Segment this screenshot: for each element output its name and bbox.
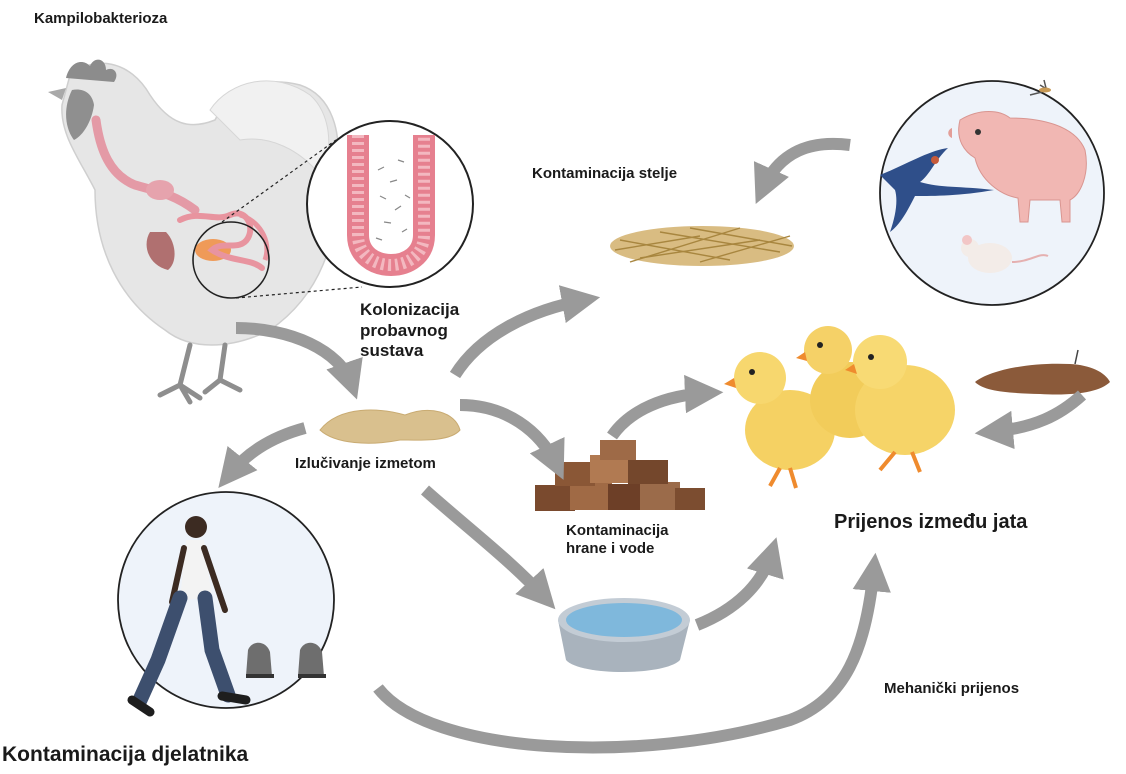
arrow-feces-to-water [425,490,545,598]
intestine-magnifier [307,121,473,287]
label-food-water-line: Kontaminacija [566,522,669,540]
arrow-feed-to-chicks [612,393,708,436]
label-colonization-line: Kolonizacija [360,300,459,321]
label-food-water-line: hrane i vode [566,540,669,558]
label-food-water: Kontaminacija hrane i vode [566,522,669,559]
arrow-feces-to-worker [228,428,305,476]
label-between-flocks: Prijenos između jata [834,510,1027,534]
worker-circle [118,492,334,712]
arrow-feces-to-feed [460,405,557,466]
label-colonization-line: sustava [360,341,459,362]
arrow-feces-to-litter [455,300,585,375]
rodent-carcass [975,350,1110,395]
hen-illustration [48,60,338,402]
label-litter-contamination: Kontaminacija stelje [532,165,677,183]
label-colonization: Kolonizacija probavnog sustava [360,300,459,362]
label-worker-contamination: Kontaminacija djelatnika [2,742,248,768]
label-colonization-line: probavnog [360,321,459,342]
diagram-title: Kampilobakterioza [34,10,167,28]
arrow-rodent-to-chicks [990,395,1082,432]
label-mechanical-transfer: Mehanički prijenos [884,680,1019,698]
label-fecal-excretion: Izlučivanje izmetom [295,455,436,473]
wild-animals-circle [880,80,1104,305]
arrow-water-to-chicks [697,552,772,625]
chicks [724,326,955,488]
feces-puddle [320,410,460,443]
feed-pile [535,440,705,511]
water-bowl [558,598,690,672]
litter-straw [610,226,794,266]
arrow-animals-to-litter [762,144,850,190]
